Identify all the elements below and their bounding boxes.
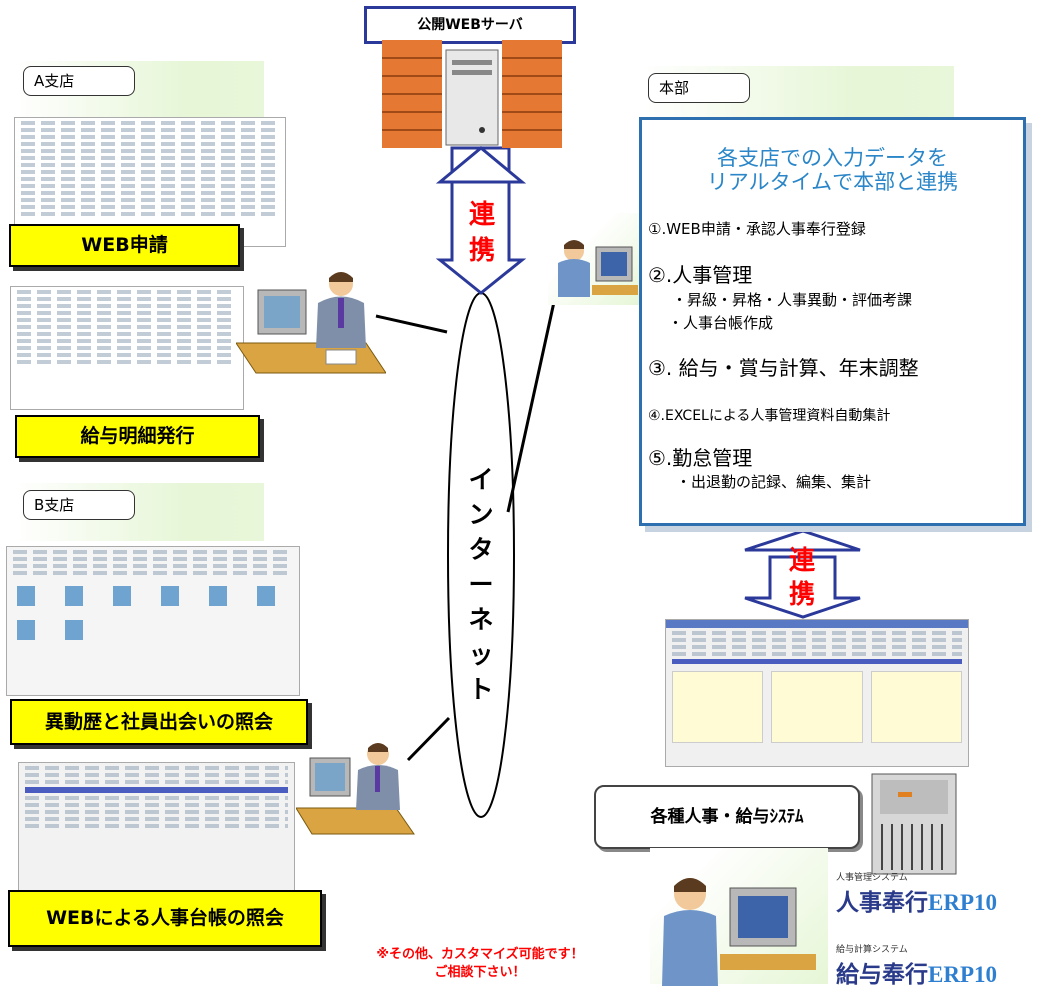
- internet-label: インタ ーネッ ト: [468, 465, 494, 704]
- payslip-label: 給与明細発行: [15, 415, 260, 458]
- systems-label: 各種人事・給与ｼｽﾃﾑ: [594, 785, 860, 849]
- web-apply-label: WEB申請: [9, 224, 240, 267]
- hq-item-5a: ・出退勤の記録、編集、集計: [676, 473, 872, 491]
- ledger-screenshot: [18, 762, 295, 914]
- link-arrow-top: [435, 146, 527, 295]
- jinji-bugyo-logo: 人事管理システム 人事奉行ERP10: [836, 873, 997, 916]
- server-tower-icon: [871, 773, 957, 875]
- kyuyo-bugyo-logo: 給与計算システム 給与奉行ERP10: [836, 945, 997, 988]
- hq-headline: 各支店での入力データを リアルタイムで本部と連携: [706, 146, 959, 194]
- link-text-bottom: 連携: [788, 546, 815, 610]
- hq-item-2: ②.人事管理: [648, 263, 753, 287]
- hr-system-screenshot: [665, 619, 969, 767]
- history-label: 異動歴と社員出会いの照会: [10, 699, 308, 745]
- line-a-to-internet: [375, 314, 448, 334]
- link-arrow-bottom: [744, 555, 861, 619]
- hq-item-2b: ・人事台帳作成: [668, 314, 774, 332]
- web-apply-screenshot: [14, 117, 286, 247]
- hq-item-2a: ・昇級・昇格・人事異動・評価考課: [672, 291, 913, 309]
- person-at-computer-icon-systems: [662, 878, 816, 986]
- hq-item-3: ③. 給与・賞与計算、年末調整: [648, 356, 919, 380]
- hq-item-4: ④.EXCELによる人事管理資料自動集計: [648, 408, 891, 424]
- history-screenshot: [6, 546, 300, 696]
- server-label: 公開WEBサーバ: [417, 17, 523, 33]
- person-at-computer-icon-a: [236, 272, 386, 374]
- line-hq-to-internet: [506, 301, 556, 513]
- server-label-box: 公開WEBサーバ: [364, 6, 576, 44]
- hq-item-1: ①.WEB申請・承認人事奉行登録: [648, 220, 866, 238]
- hq-label: 本部: [648, 73, 750, 103]
- hq-item-5: ⑤.勤怠管理: [648, 446, 753, 470]
- branch-b-label: B支店: [23, 490, 135, 520]
- person-at-computer-icon-b: [296, 743, 415, 835]
- link-text-top: 連携: [468, 200, 495, 266]
- hq-functions-box: 各支店での入力データを リアルタイムで本部と連携 ①.WEB申請・承認人事奉行登…: [639, 117, 1026, 526]
- person-at-computer-icon-hq: [558, 240, 638, 297]
- firewall-server-icon: [382, 40, 562, 148]
- line-b-to-internet: [406, 716, 451, 762]
- customize-note: ※その他、カスタマイズ可能です！ ご相談下さい！: [376, 947, 584, 980]
- branch-a-label: A支店: [23, 66, 135, 96]
- ledger-label: WEBによる人事台帳の照会: [8, 890, 322, 947]
- payslip-screenshot: [10, 286, 244, 410]
